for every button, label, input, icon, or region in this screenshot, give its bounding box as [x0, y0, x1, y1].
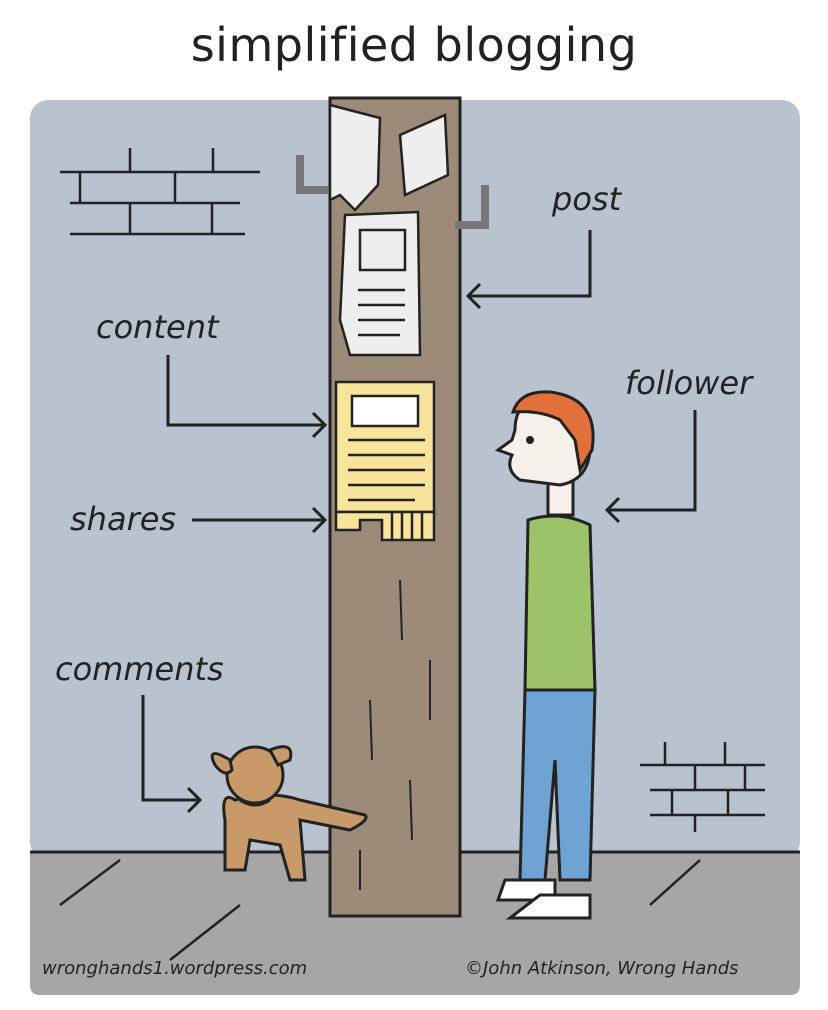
comic-title: simplified blogging — [190, 18, 638, 72]
pole-step-left — [296, 155, 330, 194]
annotation-arrows — [141, 230, 697, 814]
sidewalk-crack — [59, 859, 121, 906]
pole-wood-grain — [359, 579, 431, 890]
brick-pattern-left — [60, 148, 260, 236]
label-shares: shares — [70, 500, 177, 538]
sidewalk-crack — [649, 859, 701, 906]
dog — [210, 745, 368, 882]
follower-person — [494, 390, 597, 920]
label-content: content — [96, 308, 219, 346]
footer-site-url: wronghands1.wordpress.com — [42, 958, 308, 979]
sidewalk-crack — [169, 904, 241, 961]
label-post: post — [552, 180, 622, 218]
old-posters — [328, 103, 450, 357]
label-follower: follower — [625, 364, 753, 402]
content-flyer — [334, 380, 436, 542]
label-comments: comments — [55, 650, 224, 688]
pole-step-right — [455, 185, 489, 229]
sidewalk — [30, 852, 800, 995]
footer-credit: ©John Atkinson, Wrong Hands — [465, 958, 739, 979]
brick-pattern-right — [640, 742, 765, 832]
